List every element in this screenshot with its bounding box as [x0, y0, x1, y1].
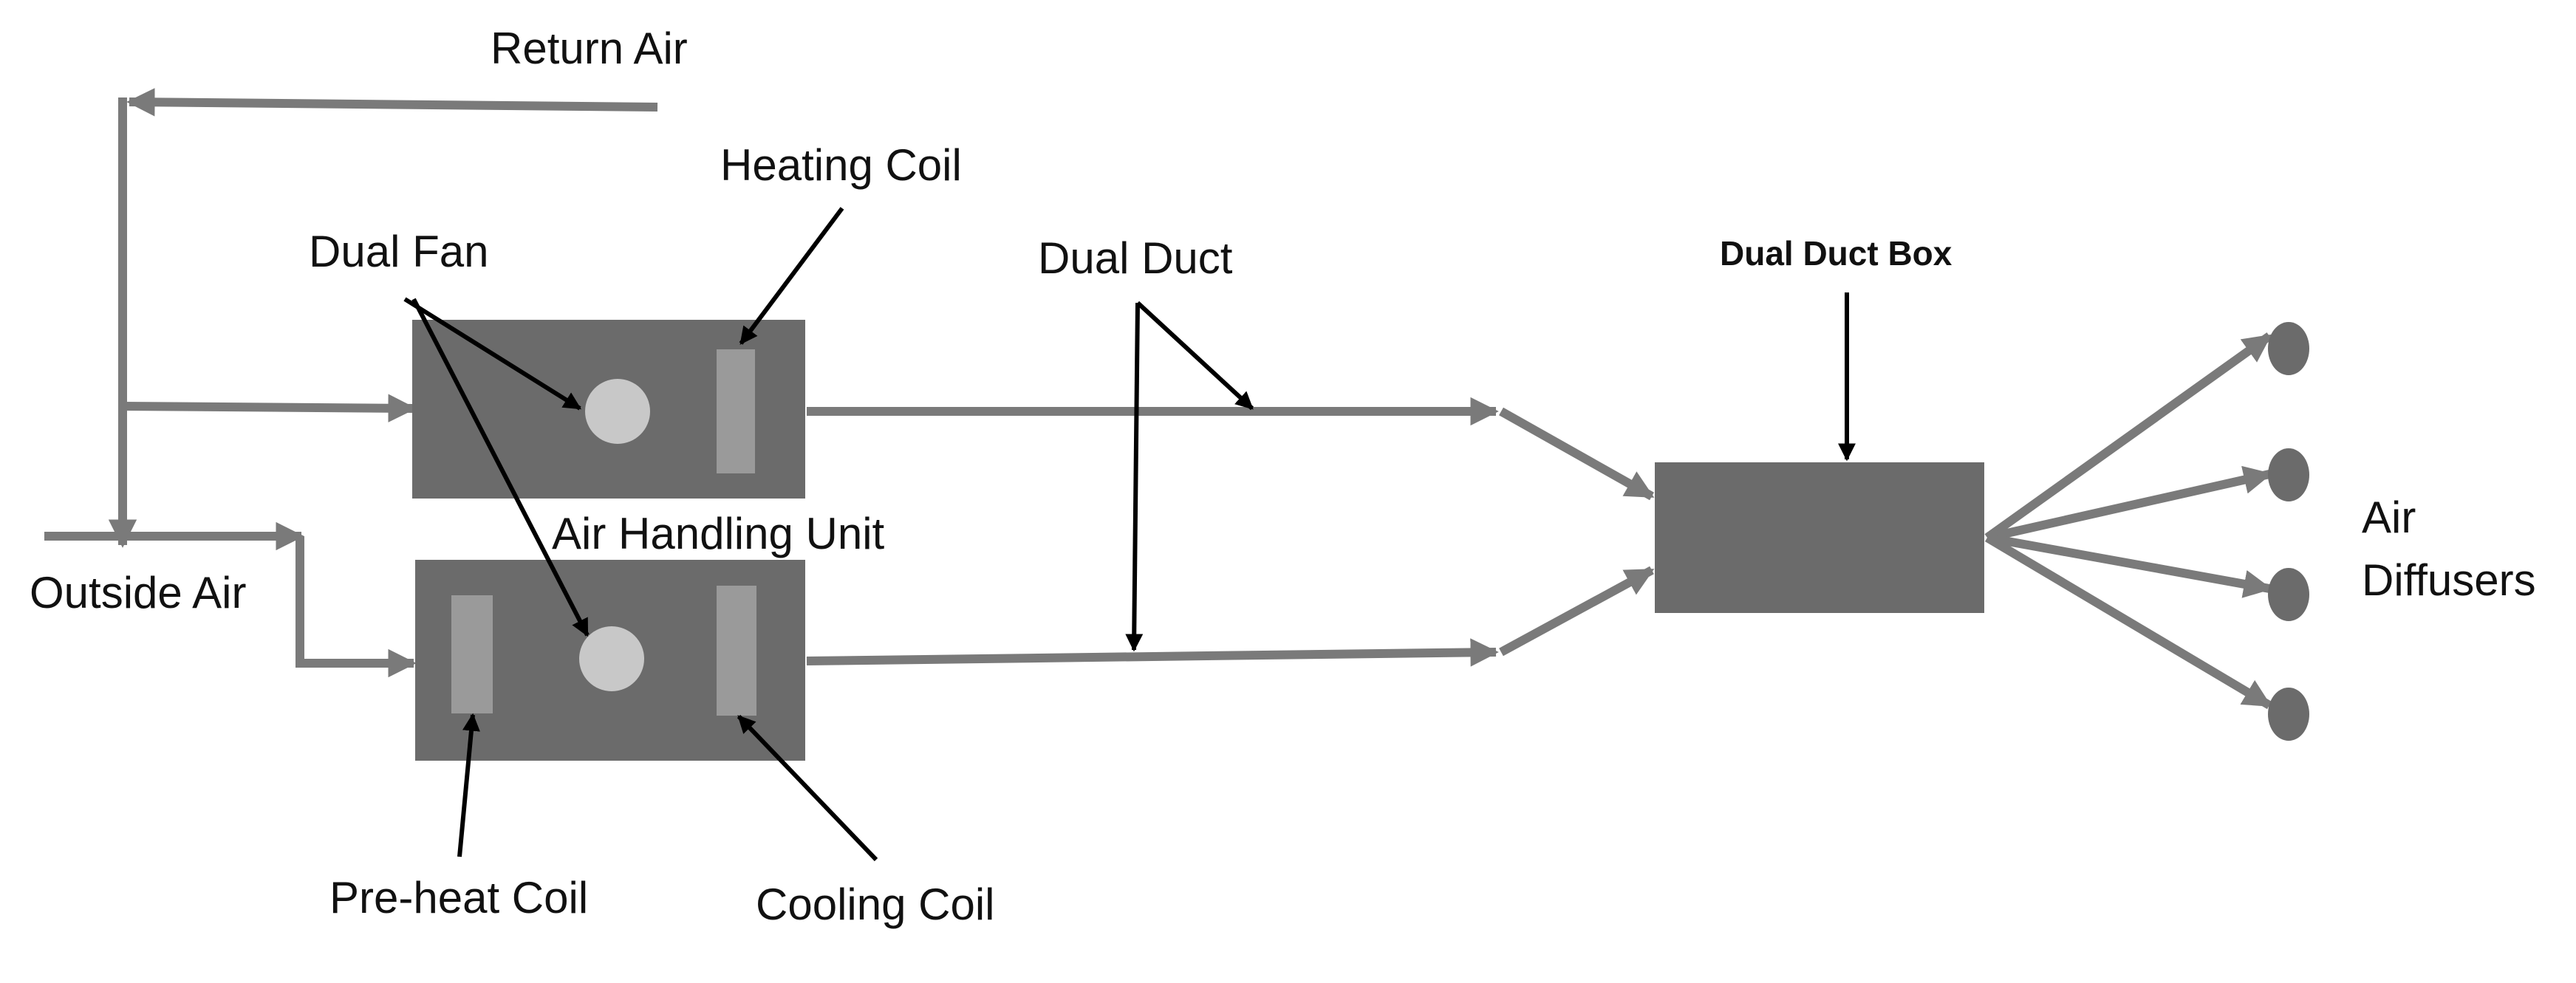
dual-duct-pointer-lower: [1125, 302, 1144, 652]
cooling-coil-icon: [717, 586, 756, 716]
air-diffusers: [2268, 322, 2309, 741]
cooling-coil-pointer: [737, 714, 878, 862]
dual-duct-pointer-upper: [1135, 301, 1254, 411]
diffuser-icon: [2268, 448, 2309, 501]
diffuser-icon: [2268, 322, 2309, 375]
air-handling-unit-label: Air Handling Unit: [552, 509, 885, 558]
heating-coil-pointer: [739, 207, 844, 345]
dual-duct-box: [1655, 462, 1984, 613]
dual-duct-label: Dual Duct: [1038, 233, 1233, 283]
preheat-coil-icon: [451, 595, 493, 713]
outside-air-duct: [44, 521, 417, 678]
diffuser-branches: [1984, 332, 2272, 710]
dual-fan-label: Dual Fan: [309, 227, 488, 276]
air-handling-unit-cold-deck: [415, 560, 805, 761]
heating-coil-icon: [717, 349, 755, 473]
dual-fan-pointer-upper: [403, 297, 582, 411]
return-air-duct: [108, 88, 658, 548]
fan-icon: [585, 379, 650, 444]
diffuser-icon: [2268, 568, 2309, 621]
air-handling-unit-hot-deck: [412, 320, 805, 499]
dual-duct-lines: [806, 397, 1655, 667]
heating-coil-label: Heating Coil: [720, 140, 962, 190]
fan-icon: [579, 626, 644, 691]
air-diffusers-label-line1: Air: [2362, 493, 2416, 542]
preheat-coil-label: Pre-heat Coil: [329, 873, 588, 922]
outside-air-label: Outside Air: [30, 568, 246, 617]
dual-fan-pointer-lower: [411, 298, 590, 637]
preheat-coil-pointer: [457, 713, 480, 857]
return-air-label: Return Air: [491, 24, 688, 73]
air-diffusers-label-line2: Diffusers: [2362, 555, 2536, 605]
label-pointers: [403, 207, 1856, 862]
diffuser-icon: [2268, 688, 2309, 741]
dual-duct-box-label: Dual Duct Box: [1720, 234, 1953, 273]
cooling-coil-label: Cooling Coil: [756, 880, 995, 929]
